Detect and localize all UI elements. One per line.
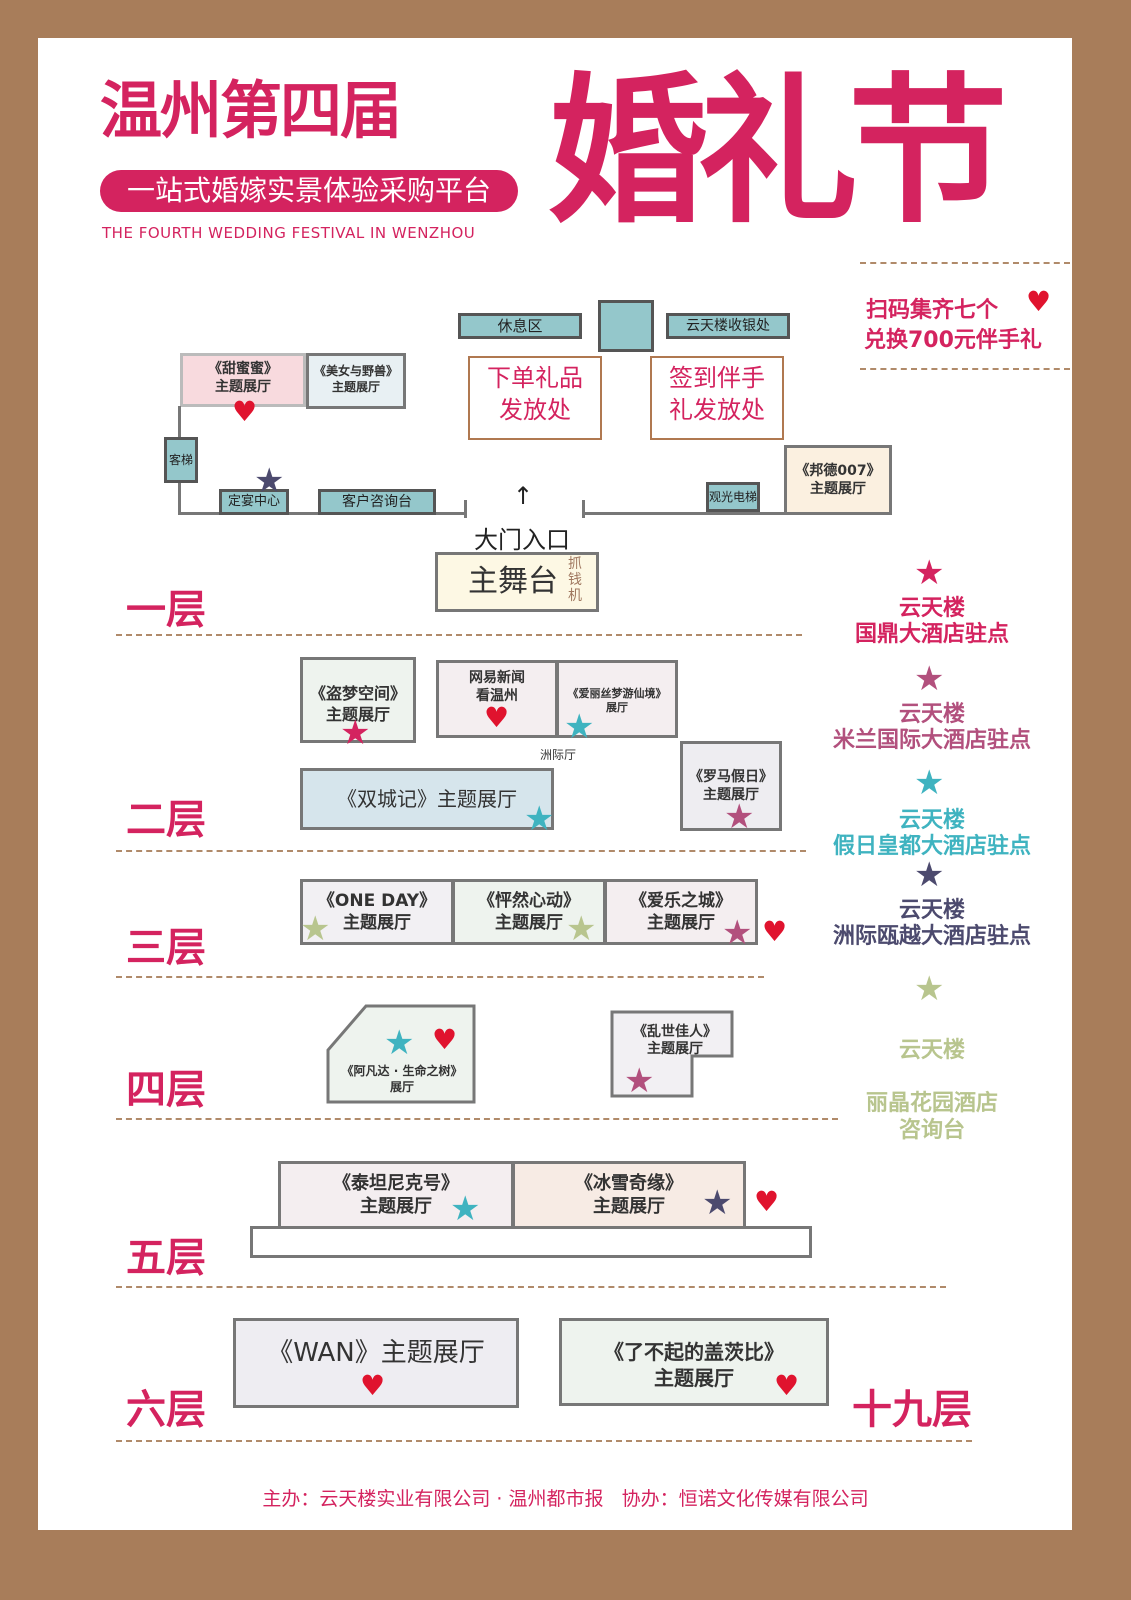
legend-item: 云天楼 国鼎大酒店驻点 bbox=[820, 596, 1044, 649]
star-icon: ★ bbox=[624, 1061, 655, 1101]
main-stage: 主舞台 bbox=[435, 552, 599, 612]
legend-line2: 洲际瓯越大酒店驻点 bbox=[832, 924, 1031, 950]
heart-icon: ♥ bbox=[484, 701, 510, 734]
english-subtitle: THE FOURTH WEDDING FESTIVAL IN WENZHOU bbox=[102, 224, 476, 242]
star-icon: ★ bbox=[300, 909, 331, 949]
floor-label-4: 四层 bbox=[126, 1067, 206, 1113]
hall-one-day: 《ONE DAY》 主题展厅 bbox=[300, 879, 454, 945]
legend-line2: 假日皇都大酒店驻点 bbox=[832, 834, 1031, 860]
hall-frozen: 《冰雪奇缘》 主题展厅 bbox=[512, 1161, 746, 1229]
legend-line1: 云天楼 bbox=[898, 702, 965, 727]
arrow-up-icon: ↑ bbox=[513, 482, 534, 510]
floor-label-2: 二层 bbox=[126, 797, 206, 843]
main-gate: 大门入口 bbox=[474, 526, 570, 554]
floor-label-5: 五层 bbox=[126, 1235, 206, 1281]
rest-area: 休息区 bbox=[458, 313, 582, 339]
promo-line2: 兑换700元伴手礼 bbox=[864, 328, 1042, 353]
sightseeing-elevator: 观光电梯 bbox=[706, 482, 760, 512]
heart-icon: ♥ bbox=[360, 1369, 386, 1402]
legend-line2: 丽晶花园酒店 咨询台 bbox=[865, 1091, 998, 1143]
customer-consult: 客户咨询台 bbox=[318, 489, 436, 515]
star-icon: ★ bbox=[564, 707, 595, 747]
hall-roman-holiday: 《罗马假日》 主题展厅 bbox=[680, 741, 782, 831]
star-icon: ★ bbox=[384, 1023, 415, 1063]
floor-label-1: 一层 bbox=[126, 587, 206, 633]
hall-gone-wind-outline bbox=[610, 1010, 734, 1098]
promo-line1: 扫码集齐七个 bbox=[866, 298, 999, 323]
slogan-pill: 一站式婚嫁实景体验采购平台 bbox=[100, 170, 518, 212]
hall-gatsby: 《了不起的盖茨比》 主题展厅 bbox=[559, 1318, 829, 1406]
star-icon: ★ bbox=[566, 909, 597, 949]
star-icon: ★ bbox=[914, 763, 945, 803]
star-icon: ★ bbox=[914, 659, 945, 699]
legend-item: 云天楼 洲际瓯越大酒店驻点 bbox=[800, 898, 1064, 951]
floor-label-6: 六层 bbox=[126, 1387, 206, 1433]
star-icon: ★ bbox=[914, 969, 945, 1009]
star-icon: ★ bbox=[340, 713, 371, 753]
heart-icon: ♥ bbox=[232, 395, 258, 428]
floor5-corridor bbox=[250, 1226, 812, 1258]
hall-two-cities: 《双城记》主题展厅 bbox=[300, 768, 554, 830]
center-pillar bbox=[598, 300, 654, 352]
hall-avatar-outline bbox=[326, 1004, 476, 1104]
hall-alice: 《爱丽丝梦游仙境》 展厅 bbox=[556, 660, 678, 738]
legend-item: 云天楼 米兰国际大酒店驻点 bbox=[800, 702, 1064, 755]
star-icon: ★ bbox=[722, 913, 753, 953]
star-icon: ★ bbox=[524, 799, 555, 839]
heart-icon: ♥ bbox=[774, 1369, 800, 1402]
zhouji-hall: 洲际厅 bbox=[540, 748, 577, 762]
hall-beauty-beast: 《美女与野兽》 主题展厅 bbox=[306, 353, 406, 409]
hall-gone-with-wind: 《乱世佳人》 主题展厅 bbox=[633, 1024, 717, 1057]
legend-line1: 云天楼 bbox=[898, 898, 965, 923]
hall-la-la-land: 《爱乐之城》 主题展厅 bbox=[604, 879, 758, 945]
legend-line1: 云天楼 bbox=[898, 1038, 965, 1064]
hall-wan: 《WAN》主题展厅 bbox=[233, 1318, 519, 1408]
star-icon: ★ bbox=[254, 461, 285, 501]
legend-line2: 米兰国际大酒店驻点 bbox=[832, 728, 1031, 754]
heart-icon: ♥ bbox=[1026, 285, 1052, 318]
organizer-footer: 主办：云天楼实业有限公司 · 温州都市报 协办：恒诺文化传媒有限公司 bbox=[262, 1488, 869, 1510]
star-icon: ★ bbox=[914, 553, 945, 593]
heart-icon: ♥ bbox=[432, 1023, 458, 1056]
legend-line1: 云天楼 bbox=[898, 596, 965, 621]
hall-titanic: 《泰坦尼克号》 主题展厅 bbox=[278, 1161, 514, 1229]
legend-item: 云天楼 假日皇都大酒店驻点 bbox=[800, 808, 1064, 861]
hall-bond: 《邦德007》 主题展厅 bbox=[784, 445, 892, 515]
sign-gift-station: 签到伴手 礼发放处 bbox=[650, 356, 784, 440]
poster-paper bbox=[38, 38, 1072, 1530]
passenger-elevator: 客梯 bbox=[164, 437, 198, 483]
hall-avatar: 《阿凡达 · 生命之树》 展厅 bbox=[341, 1064, 463, 1094]
hall-inception: 《盗梦空间》 主题展厅 bbox=[300, 657, 416, 743]
floor-label-3: 三层 bbox=[126, 925, 206, 971]
netease-news: 网易新闻 看温州 bbox=[436, 660, 558, 738]
hall-flipped: 《怦然心动》 主题展厅 bbox=[452, 879, 606, 945]
cashier: 云天楼收银处 bbox=[666, 313, 790, 339]
order-gift-station: 下单礼品 发放处 bbox=[468, 356, 602, 440]
poster-title: 温州第四届 bbox=[100, 74, 402, 147]
hall-honey: 《甜蜜蜜》 主题展厅 bbox=[180, 353, 306, 407]
heart-icon: ♥ bbox=[762, 915, 788, 948]
poster-title-big: 婚礼节 bbox=[548, 58, 1008, 245]
star-icon: ★ bbox=[724, 797, 755, 837]
legend-line2: 国鼎大酒店驻点 bbox=[854, 622, 1009, 648]
legend-item: 云天楼 丽晶花园酒店 咨询台 bbox=[830, 1012, 1034, 1170]
star-icon: ★ bbox=[450, 1189, 481, 1229]
floor-label-19: 十九层 bbox=[852, 1387, 972, 1433]
star-icon: ★ bbox=[702, 1183, 733, 1223]
legend-line1: 云天楼 bbox=[898, 808, 965, 833]
star-icon: ★ bbox=[914, 855, 945, 895]
grab-money-machine: 抓 钱 机 bbox=[568, 556, 582, 605]
heart-icon: ♥ bbox=[754, 1185, 780, 1218]
banquet-center: 定宴中心 bbox=[219, 489, 289, 515]
